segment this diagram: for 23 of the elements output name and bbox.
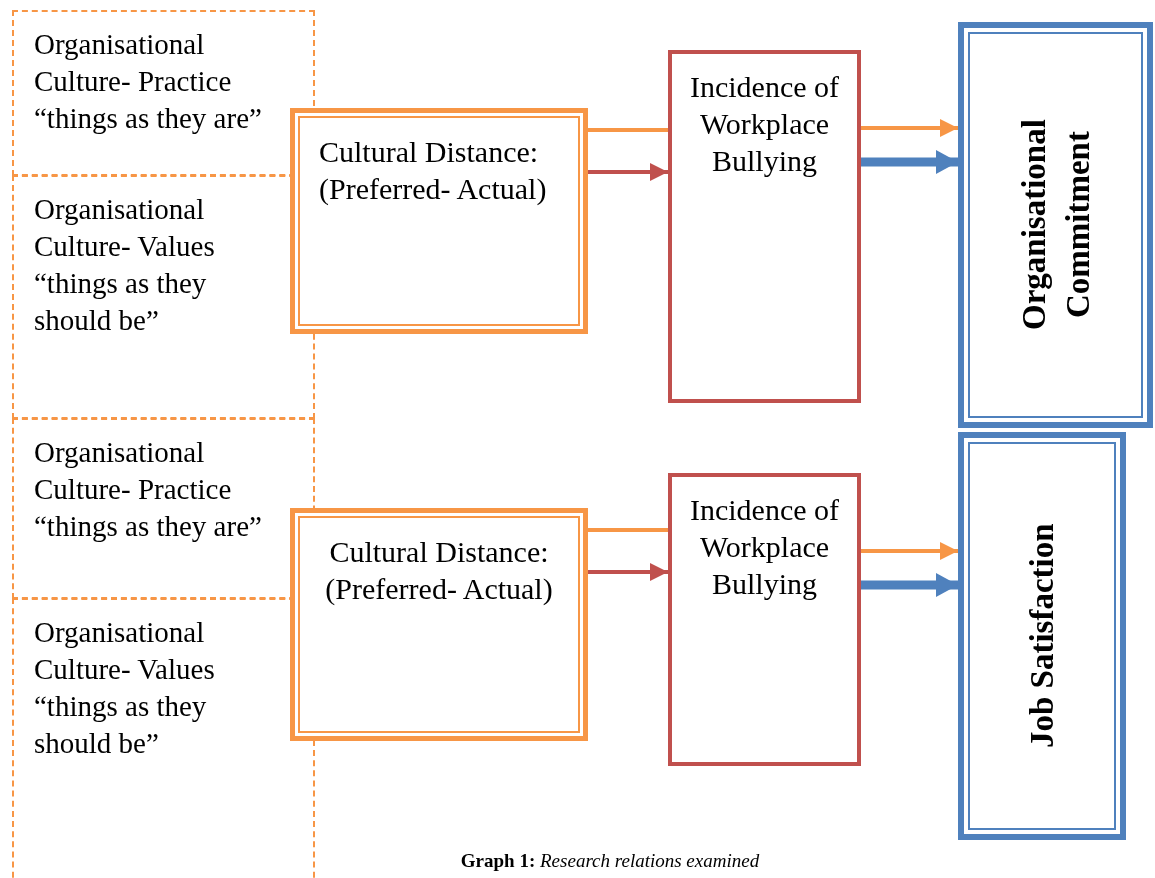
arrow	[861, 150, 958, 174]
outcome-box	[958, 432, 1126, 840]
node-text: Cultural Distance: (Preferred- Actual)	[325, 534, 553, 607]
caption: Graph 1: Research relations examined	[459, 850, 761, 872]
process-box	[668, 473, 861, 766]
node-text: Cultural Distance: (Preferred- Actual)	[319, 134, 547, 207]
node-text: Organisational Culture- Values “things as they should be”	[34, 192, 216, 338]
arrow	[588, 163, 668, 181]
arrow	[861, 542, 958, 560]
node-text: Organisational Culture- Practice “things as they are”	[34, 27, 263, 136]
arrow	[861, 119, 958, 137]
node-text: Incidence of Workplace Bullying	[689, 69, 840, 179]
node-text: Organisational Culture- Practice “things as they are”	[34, 435, 263, 544]
process-box	[668, 50, 861, 403]
node-text: Organisational Commitment	[1014, 118, 1097, 333]
outcome-box	[958, 22, 1153, 428]
process-box	[290, 108, 588, 334]
process-box	[290, 508, 588, 741]
node-text: Organisational Culture- Values “things as they should be”	[34, 615, 216, 761]
arrow	[588, 563, 668, 581]
arrow	[861, 573, 958, 597]
node-text: Job Satisfaction	[1023, 522, 1061, 751]
node-text: Incidence of Workplace Bullying	[689, 492, 840, 602]
